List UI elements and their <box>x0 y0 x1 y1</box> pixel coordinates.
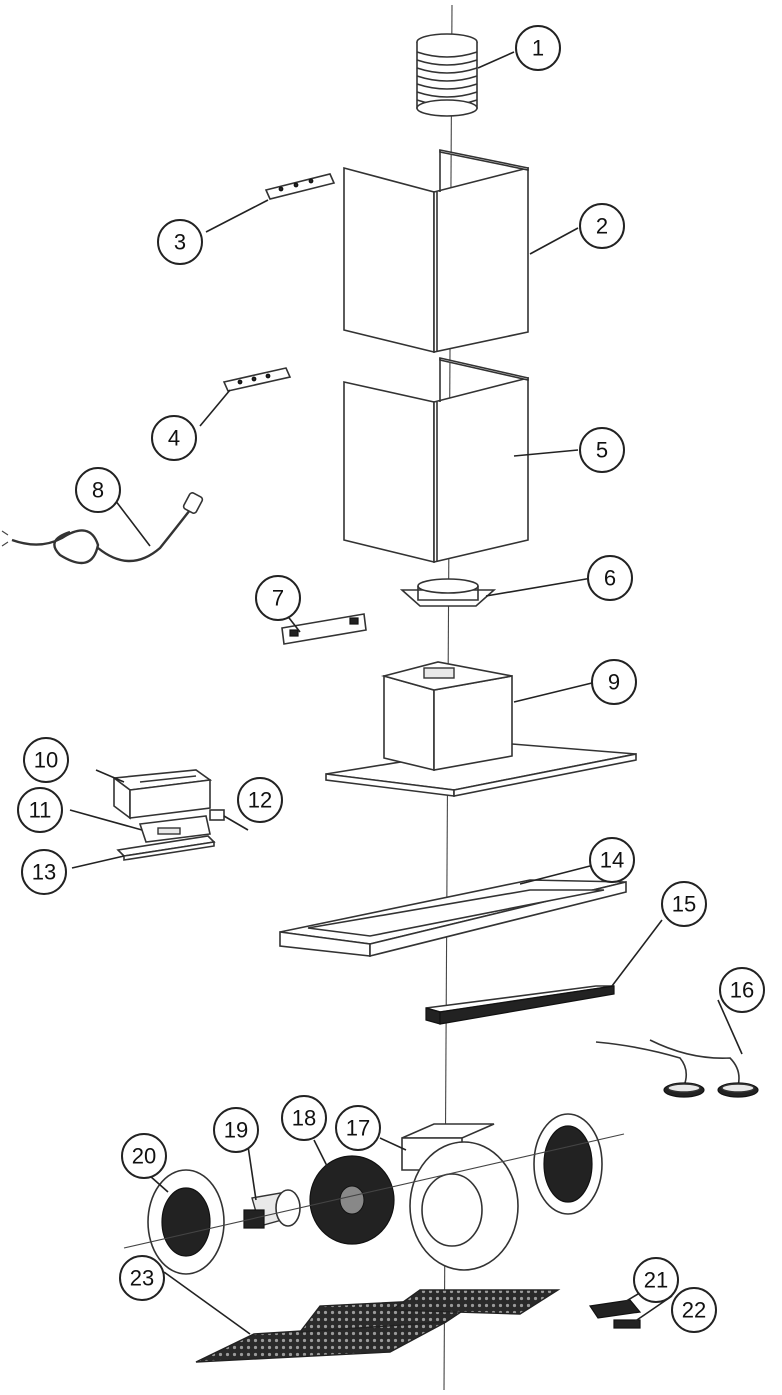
callout-circle <box>237 777 283 823</box>
callout-7: 7 <box>255 575 301 621</box>
callout-1: 1 <box>515 25 561 71</box>
callout-12: 12 <box>237 777 283 823</box>
part-impeller <box>309 1155 395 1245</box>
callout-number: 12 <box>248 788 272 813</box>
part-power-cord <box>1 492 204 565</box>
part-control-plate <box>281 613 367 645</box>
callout-22: 22 <box>671 1287 717 1333</box>
part-switch <box>588 1299 642 1329</box>
callout-circle <box>21 849 67 895</box>
callout-number: 22 <box>682 1298 706 1323</box>
callout-number: 20 <box>132 1144 156 1169</box>
part-duct-connector <box>416 33 478 117</box>
callout-number: 18 <box>292 1106 316 1131</box>
callout-number: 16 <box>730 978 754 1003</box>
callout-number: 23 <box>130 1266 154 1291</box>
callout-circle <box>671 1287 717 1333</box>
callout-circle <box>591 659 637 705</box>
part-motor-plate <box>147 1169 225 1275</box>
part-small-connector <box>209 809 225 821</box>
callout-18: 18 <box>281 1095 327 1141</box>
callout-8: 8 <box>75 467 121 513</box>
callout-circle <box>589 837 635 883</box>
callout-circle <box>579 203 625 249</box>
callout-circle <box>281 1095 327 1141</box>
callout-19: 19 <box>213 1107 259 1153</box>
callout-6: 6 <box>587 555 633 601</box>
callout-number: 21 <box>644 1268 668 1293</box>
callout-circle <box>119 1255 165 1301</box>
part-electronics-cover <box>111 769 213 820</box>
callout-number: 4 <box>168 426 180 451</box>
callout-number: 10 <box>34 748 58 773</box>
callout-17: 17 <box>335 1105 381 1151</box>
callout-number: 13 <box>32 860 56 885</box>
callout-number: 1 <box>532 36 544 61</box>
part-upper-chimney <box>343 149 529 354</box>
callout-15: 15 <box>661 881 707 927</box>
motor-axis-line <box>123 1133 625 1249</box>
callout-circle <box>151 415 197 461</box>
callout-3: 3 <box>157 219 203 265</box>
callout-circle <box>579 427 625 473</box>
part-light-strip <box>425 985 615 1025</box>
callout-circle <box>515 25 561 71</box>
callout-11: 11 <box>17 787 63 833</box>
callout-circle <box>23 737 69 783</box>
callout-20: 20 <box>121 1133 167 1179</box>
part-gasket-plate <box>116 835 216 861</box>
callout-number: 2 <box>596 214 608 239</box>
callout-14: 14 <box>589 837 635 883</box>
part-grease-filters <box>195 1289 561 1363</box>
callout-5: 5 <box>579 427 625 473</box>
callout-circle <box>633 1257 679 1303</box>
callout-9: 9 <box>591 659 637 705</box>
callout-number: 15 <box>672 892 696 917</box>
callout-number: 3 <box>174 230 186 255</box>
callout-13: 13 <box>21 849 67 895</box>
callout-number: 5 <box>596 438 608 463</box>
part-filter-frame <box>279 879 627 958</box>
callout-number: 17 <box>346 1116 370 1141</box>
callout-circle <box>255 575 301 621</box>
callout-circle <box>719 967 765 1013</box>
part-outlet-flange <box>399 578 497 607</box>
callout-number: 6 <box>604 566 616 591</box>
callout-2: 2 <box>579 203 625 249</box>
part-upper-bracket <box>264 173 336 200</box>
callout-number: 19 <box>224 1118 248 1143</box>
part-electronics-base <box>138 815 211 843</box>
part-blower-housing <box>401 1123 519 1271</box>
callout-4: 4 <box>151 415 197 461</box>
part-lamps <box>595 1039 759 1098</box>
callout-circle <box>335 1105 381 1151</box>
callout-circle <box>587 555 633 601</box>
callout-circle <box>17 787 63 833</box>
part-motor <box>243 1189 301 1229</box>
callout-circle <box>157 219 203 265</box>
part-hood-body <box>325 661 637 797</box>
callout-number: 11 <box>29 798 52 823</box>
callout-number: 14 <box>600 848 624 873</box>
callout-16: 16 <box>719 967 765 1013</box>
callout-circle <box>213 1107 259 1153</box>
callout-circle <box>121 1133 167 1179</box>
part-lower-chimney <box>343 356 529 564</box>
callout-circle <box>661 881 707 927</box>
callout-circle <box>75 467 121 513</box>
leader-lines <box>69 51 743 1335</box>
callout-number: 9 <box>608 670 620 695</box>
callout-21: 21 <box>633 1257 679 1303</box>
callout-number: 8 <box>92 478 104 503</box>
part-blower-side-ring <box>533 1113 603 1215</box>
callout-23: 23 <box>119 1255 165 1301</box>
callout-number: 7 <box>272 586 284 611</box>
part-lower-bracket <box>222 367 292 392</box>
callout-10: 10 <box>23 737 69 783</box>
